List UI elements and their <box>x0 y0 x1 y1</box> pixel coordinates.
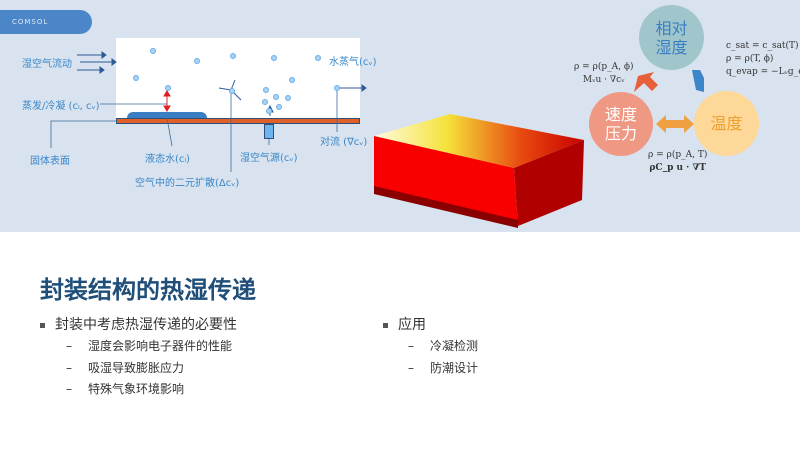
bullet-applications: 应用 <box>383 314 426 334</box>
vapor-drop <box>230 53 236 59</box>
vapor-drop <box>194 58 200 64</box>
vp-temp-arrow-icon <box>656 115 694 133</box>
vapor-drop <box>133 75 139 81</box>
liquid-water-label: 液态水(cₗ) <box>145 154 190 165</box>
vapor-drop <box>315 55 321 61</box>
relative-humidity-label: 相对湿度 <box>655 18 688 57</box>
vapor-drop <box>271 55 277 61</box>
eq-bottom: ρ = ρ(p_A, T)ρC_p u · ∇T <box>648 150 708 173</box>
eq-right: c_sat = c_sat(T)ρ = ρ(T, ϕ)q_evap = −Lᵥg… <box>726 41 800 77</box>
vapor-drop <box>263 87 269 93</box>
vapor-drop <box>229 88 235 94</box>
water-vapor-label: 水蒸气(cᵥ) <box>329 57 377 68</box>
source-pipe <box>264 124 274 139</box>
package-3d-model <box>374 114 584 228</box>
air-chamber <box>116 38 360 118</box>
relative-humidity-node: 相对湿度 <box>639 5 704 70</box>
vapor-drop <box>262 99 268 105</box>
vapor-drop <box>165 85 171 91</box>
vapor-drop <box>266 108 272 114</box>
temperature-label: 温度 <box>710 114 743 133</box>
evap-cond-label: 蒸发/冷凝 (cₗ, cᵥ) <box>22 101 100 112</box>
comsol-logo: COMSOL <box>0 10 92 34</box>
velocity-pressure-node: 速度压力 <box>589 92 653 156</box>
vapor-drop <box>276 104 282 110</box>
vapor-drop <box>289 77 295 83</box>
vapor-drop <box>273 94 279 100</box>
temperature-node: 温度 <box>694 91 759 156</box>
sub-bullet: –吸湿导致膨胀应力 <box>66 361 185 375</box>
rh-vp-arrow-icon <box>634 72 658 92</box>
liquid-water-film <box>127 112 207 118</box>
vapor-drop <box>150 48 156 54</box>
humid-air-flow-label: 湿空气流动 <box>22 59 72 70</box>
velocity-pressure-label: 速度压力 <box>604 105 637 143</box>
sub-bullet: –防潮设计 <box>408 361 479 375</box>
diffusion-label: 空气中的二元扩散(Δcᵥ) <box>135 178 240 189</box>
convection-label: 对流 (∇cᵥ) <box>320 137 368 148</box>
page-title: 封装结构的热湿传递 <box>40 276 256 304</box>
vapor-drop <box>334 85 340 91</box>
rh-temp-arrow-icon <box>692 70 704 92</box>
humid-air-source-label: 湿空气源(cᵥ) <box>240 153 298 164</box>
coupling-arrows <box>634 70 704 133</box>
solid-substrate <box>116 118 360 124</box>
bullet-necessity: 封装中考虑热湿传递的必要性 <box>40 314 237 334</box>
solid-surface-label: 固体表面 <box>30 156 70 167</box>
vapor-drop <box>285 95 291 101</box>
sub-bullet: –湿度会影响电子器件的性能 <box>66 339 233 353</box>
sub-bullet: –特殊气象环境影响 <box>66 382 185 396</box>
sub-bullet: –冷凝检测 <box>408 339 479 353</box>
eq-left: ρ = ρ(p_A, ϕ)Mᵥu · ∇cᵥ <box>574 62 634 85</box>
